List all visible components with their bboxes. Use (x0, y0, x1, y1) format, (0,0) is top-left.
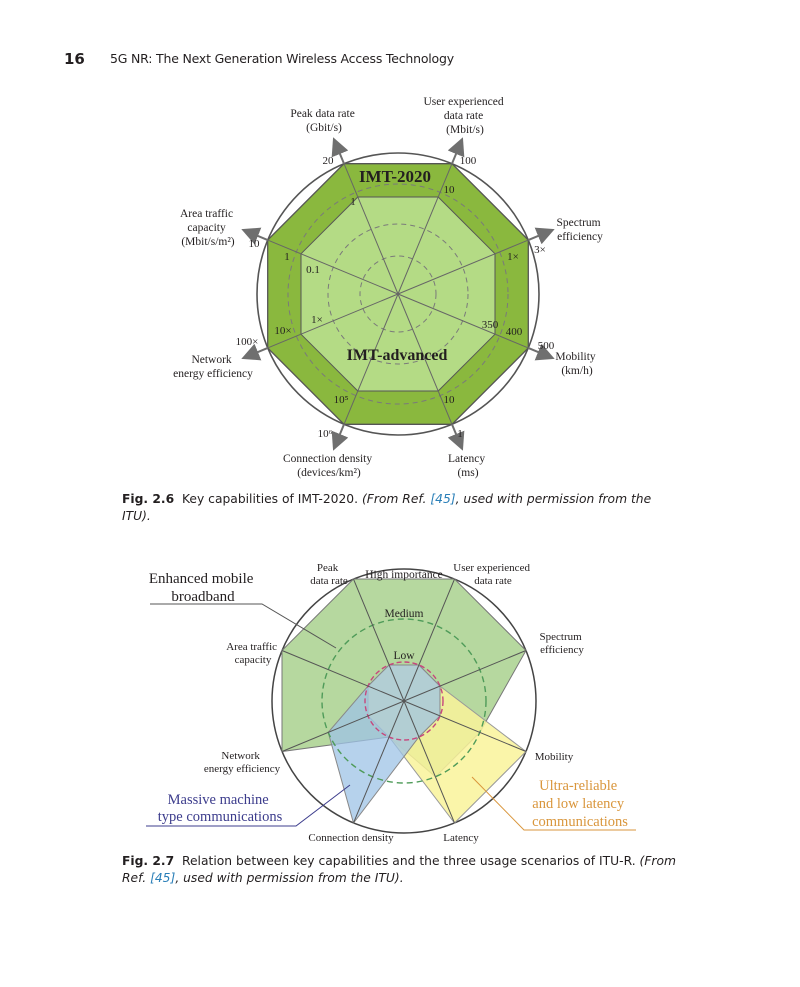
spoke (353, 700, 405, 824)
caption-text: Key capabilities of IMT-2020. (181, 492, 359, 506)
axis-label-mobility: Mobility (535, 751, 574, 763)
level-medium: Medium (385, 608, 424, 620)
axis-arrow (447, 137, 465, 165)
tick-spectrum-inner: 1× (507, 251, 519, 263)
figure-2-7-radar: High importance Medium Low Peak data rat… (146, 562, 636, 844)
spoke (353, 578, 405, 702)
axis-arrow (241, 343, 269, 361)
axis-label-latency: Latency (ms) (448, 453, 488, 479)
spoke (403, 700, 527, 752)
dashed-ring-outer (287, 183, 509, 405)
spoke (403, 650, 527, 702)
tick-user-rate-inner: 10 (444, 184, 456, 196)
axis-label-user-experienced-data-rate: User experienced data rate (Mbit/s) (423, 96, 506, 136)
tick-area-inner2: 0.1 (306, 264, 320, 276)
tick-network-outer: 100× (236, 336, 259, 348)
axis-label-latency: Latency (443, 832, 479, 844)
tick-network-inner: 10× (274, 325, 291, 337)
low-ring (364, 661, 444, 741)
spoke (343, 163, 399, 295)
axis-label-mobility: Mobility (km/h) (555, 351, 598, 377)
figure-2-6-radar: IMT-2020 IMT-advanced Peak data rate (Gb… (173, 96, 604, 479)
figure-2-6-caption: Fig. 2.6 Key capabilities of IMT-2020. (… (122, 491, 682, 525)
axis-label-area-traffic-capacity: Area traffic capacity (226, 641, 280, 666)
imt-2020-title: IMT-2020 (359, 167, 431, 186)
spoke (397, 293, 453, 425)
outer-circle (256, 152, 540, 436)
axis-label-connection-density: Connection density (308, 832, 394, 844)
spoke (397, 163, 453, 295)
tick-peak-outer: 20 (323, 155, 335, 167)
caption-label: Fig. 2.6 (122, 492, 175, 506)
spoke (281, 700, 405, 752)
tick-connection-outer: 10⁶ (318, 428, 333, 440)
page-header: 16 5G NR: The Next Generation Wireless A… (40, 50, 740, 70)
caption-text: Relation between key capabilities and th… (181, 854, 636, 868)
spoke (403, 700, 455, 824)
axis-label-peak-data-rate: Peak data rate (Gbit/s) (290, 108, 357, 134)
spoke (343, 293, 399, 425)
outer-circle (271, 568, 537, 834)
tick-area-inner: 1 (284, 251, 290, 263)
tick-connection-inner: 10⁵ (334, 394, 349, 406)
reference-link[interactable]: [45] (430, 492, 456, 506)
spoke (267, 239, 399, 295)
spoke (281, 650, 405, 702)
tick-network-inner2: 1× (311, 314, 323, 326)
figure-2-7-caption: Fig. 2.7 Relation between key capabiliti… (122, 853, 682, 887)
level-low: Low (393, 650, 415, 662)
axis-label-spectrum-efficiency: Spectrum efficiency (557, 217, 604, 243)
scenario-label-mmtc: Massive machine type communications (158, 792, 283, 825)
reference-link[interactable]: [45] (150, 871, 176, 885)
medium-ring (321, 618, 487, 784)
axis-label-user-experienced-data-rate: User experienced data rate (453, 562, 532, 587)
tick-mobility-inner2: 350 (482, 319, 499, 331)
imt-advanced-title: IMT-advanced (347, 347, 448, 364)
axis-arrow (527, 227, 555, 245)
page-number: 16 (64, 50, 85, 68)
scenario-label-embb: Enhanced mobile broadband (149, 571, 257, 605)
level-high: High importance (365, 569, 443, 581)
axis-arrow (241, 227, 269, 245)
spoke (403, 578, 455, 702)
tick-spectrum-outer: 3× (534, 244, 546, 256)
axis-arrow (447, 423, 465, 451)
axis-label-connection-density: Connection density (devices/km²) (283, 453, 375, 479)
axis-label-area-traffic-capacity: Area traffic capacity (Mbit/s/m²) (180, 208, 236, 248)
tick-latency-inner: 10 (444, 394, 456, 406)
spoke (397, 293, 529, 349)
axis-arrow (527, 343, 555, 361)
tick-user-rate-outer: 100 (460, 155, 477, 167)
caption-source: (From Ref. [45], used with permission fr… (122, 492, 652, 523)
running-title: 5G NR: The Next Generation Wireless Acce… (110, 51, 454, 66)
tick-area-outer: 10 (249, 238, 261, 250)
mmtc-leader-line (146, 784, 351, 827)
tick-mobility-outer: 500 (538, 340, 555, 352)
caption-source: (From Ref. [45], used with permission fr… (122, 854, 676, 885)
spoke (397, 239, 529, 295)
tick-latency-outer: 1 (457, 428, 463, 440)
axis-label-spectrum-efficiency: Spectrum efficiency (540, 631, 585, 656)
axis-arrow (331, 423, 349, 451)
dashed-ring-middle (327, 223, 469, 365)
urllc-leader-line (471, 776, 636, 831)
axis-label-peak-data-rate: Peak data rate (310, 562, 348, 587)
dashed-ring-inner (359, 255, 437, 333)
axis-label-network-energy-efficiency: Network energy efficiency (173, 354, 253, 380)
axis-arrow (331, 137, 349, 165)
scenario-label-urllc: Ultra-reliable and low latency communica… (532, 778, 628, 830)
tick-peak-inner: 1 (350, 196, 356, 208)
axis-label-network-energy-efficiency: Network energy efficiency (204, 750, 281, 775)
caption-label: Fig. 2.7 (122, 854, 175, 868)
tick-mobility-inner: 400 (506, 326, 523, 338)
embb-leader-line (150, 603, 337, 649)
spoke (267, 293, 399, 349)
